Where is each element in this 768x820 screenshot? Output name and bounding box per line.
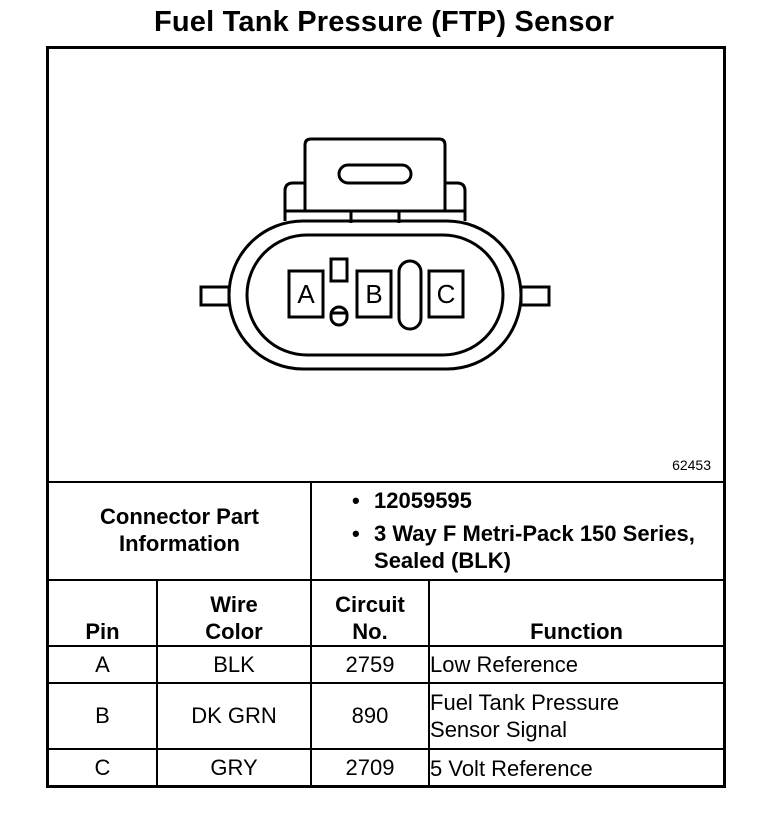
latch-slot	[337, 163, 413, 185]
connector-description: 3 Way F Metri-Pack 150 Series, Sealed (B…	[374, 520, 695, 573]
diagram-frame: A B C 62453 Connector Part Information •…	[46, 46, 726, 788]
row-pin: C	[49, 748, 158, 786]
detent-square	[329, 257, 349, 283]
latch-shoulders	[283, 181, 467, 221]
connector-drawing: A B C	[199, 137, 551, 371]
connector-diagram: A B C 62453	[49, 49, 723, 483]
detent-round	[329, 305, 349, 327]
table-header-row: Pin Wire Color Circuit No. Function	[49, 579, 724, 647]
row-pin: B	[49, 682, 158, 750]
connector-inner-face	[245, 233, 505, 357]
table-row: A BLK 2759 Low Reference	[49, 645, 724, 684]
row-wire-color: DK GRN	[155, 682, 313, 750]
pin-a-cavity	[287, 269, 325, 319]
diagram-title: Fuel Tank Pressure (FTP) Sensor	[153, 6, 615, 38]
polarizing-key	[397, 259, 423, 331]
connector-info-list: •12059595 •3 Way F Metri-Pack 150 Series…	[310, 481, 724, 581]
table-row: B DK GRN 890 Fuel Tank Pressure Sensor S…	[49, 682, 724, 750]
row-circuit: 890	[310, 682, 431, 750]
left-mounting-ear	[199, 285, 231, 307]
pin-c-label: C	[437, 279, 456, 309]
header-circuit-no: Circuit No.	[310, 579, 431, 647]
part-number: 62453	[672, 457, 711, 473]
row-circuit: 2759	[310, 645, 431, 684]
header-wire-color: Wire Color	[155, 579, 313, 647]
header-pin: Pin	[49, 579, 158, 647]
row-function: Low Reference	[428, 645, 724, 684]
connector-info-item: •3 Way F Metri-Pack 150 Series, Sealed (…	[352, 520, 723, 574]
pin-a-label: A	[297, 279, 315, 309]
latch-tab	[303, 137, 447, 211]
pin-b-cavity	[355, 269, 393, 319]
pinout-table: Connector Part Information •12059595 •3 …	[49, 481, 724, 786]
table-row: C GRY 2709 5 Volt Reference	[49, 748, 724, 786]
row-function: Fuel Tank Pressure Sensor Signal	[428, 682, 724, 750]
row-function: 5 Volt Reference	[428, 748, 724, 786]
right-mounting-ear	[519, 285, 551, 307]
connector-info-label: Connector Part Information	[49, 481, 313, 581]
connector-info-item: •12059595	[352, 487, 723, 514]
connector-info-row: Connector Part Information •12059595 •3 …	[49, 481, 724, 581]
row-wire-color: BLK	[155, 645, 313, 684]
connector-part-number: 12059595	[374, 487, 472, 513]
row-pin: A	[49, 645, 158, 684]
row-circuit: 2709	[310, 748, 431, 786]
header-function: Function	[428, 579, 724, 647]
pin-b-label: B	[365, 279, 382, 309]
pin-c-cavity	[427, 269, 465, 319]
row-wire-color: GRY	[155, 748, 313, 786]
